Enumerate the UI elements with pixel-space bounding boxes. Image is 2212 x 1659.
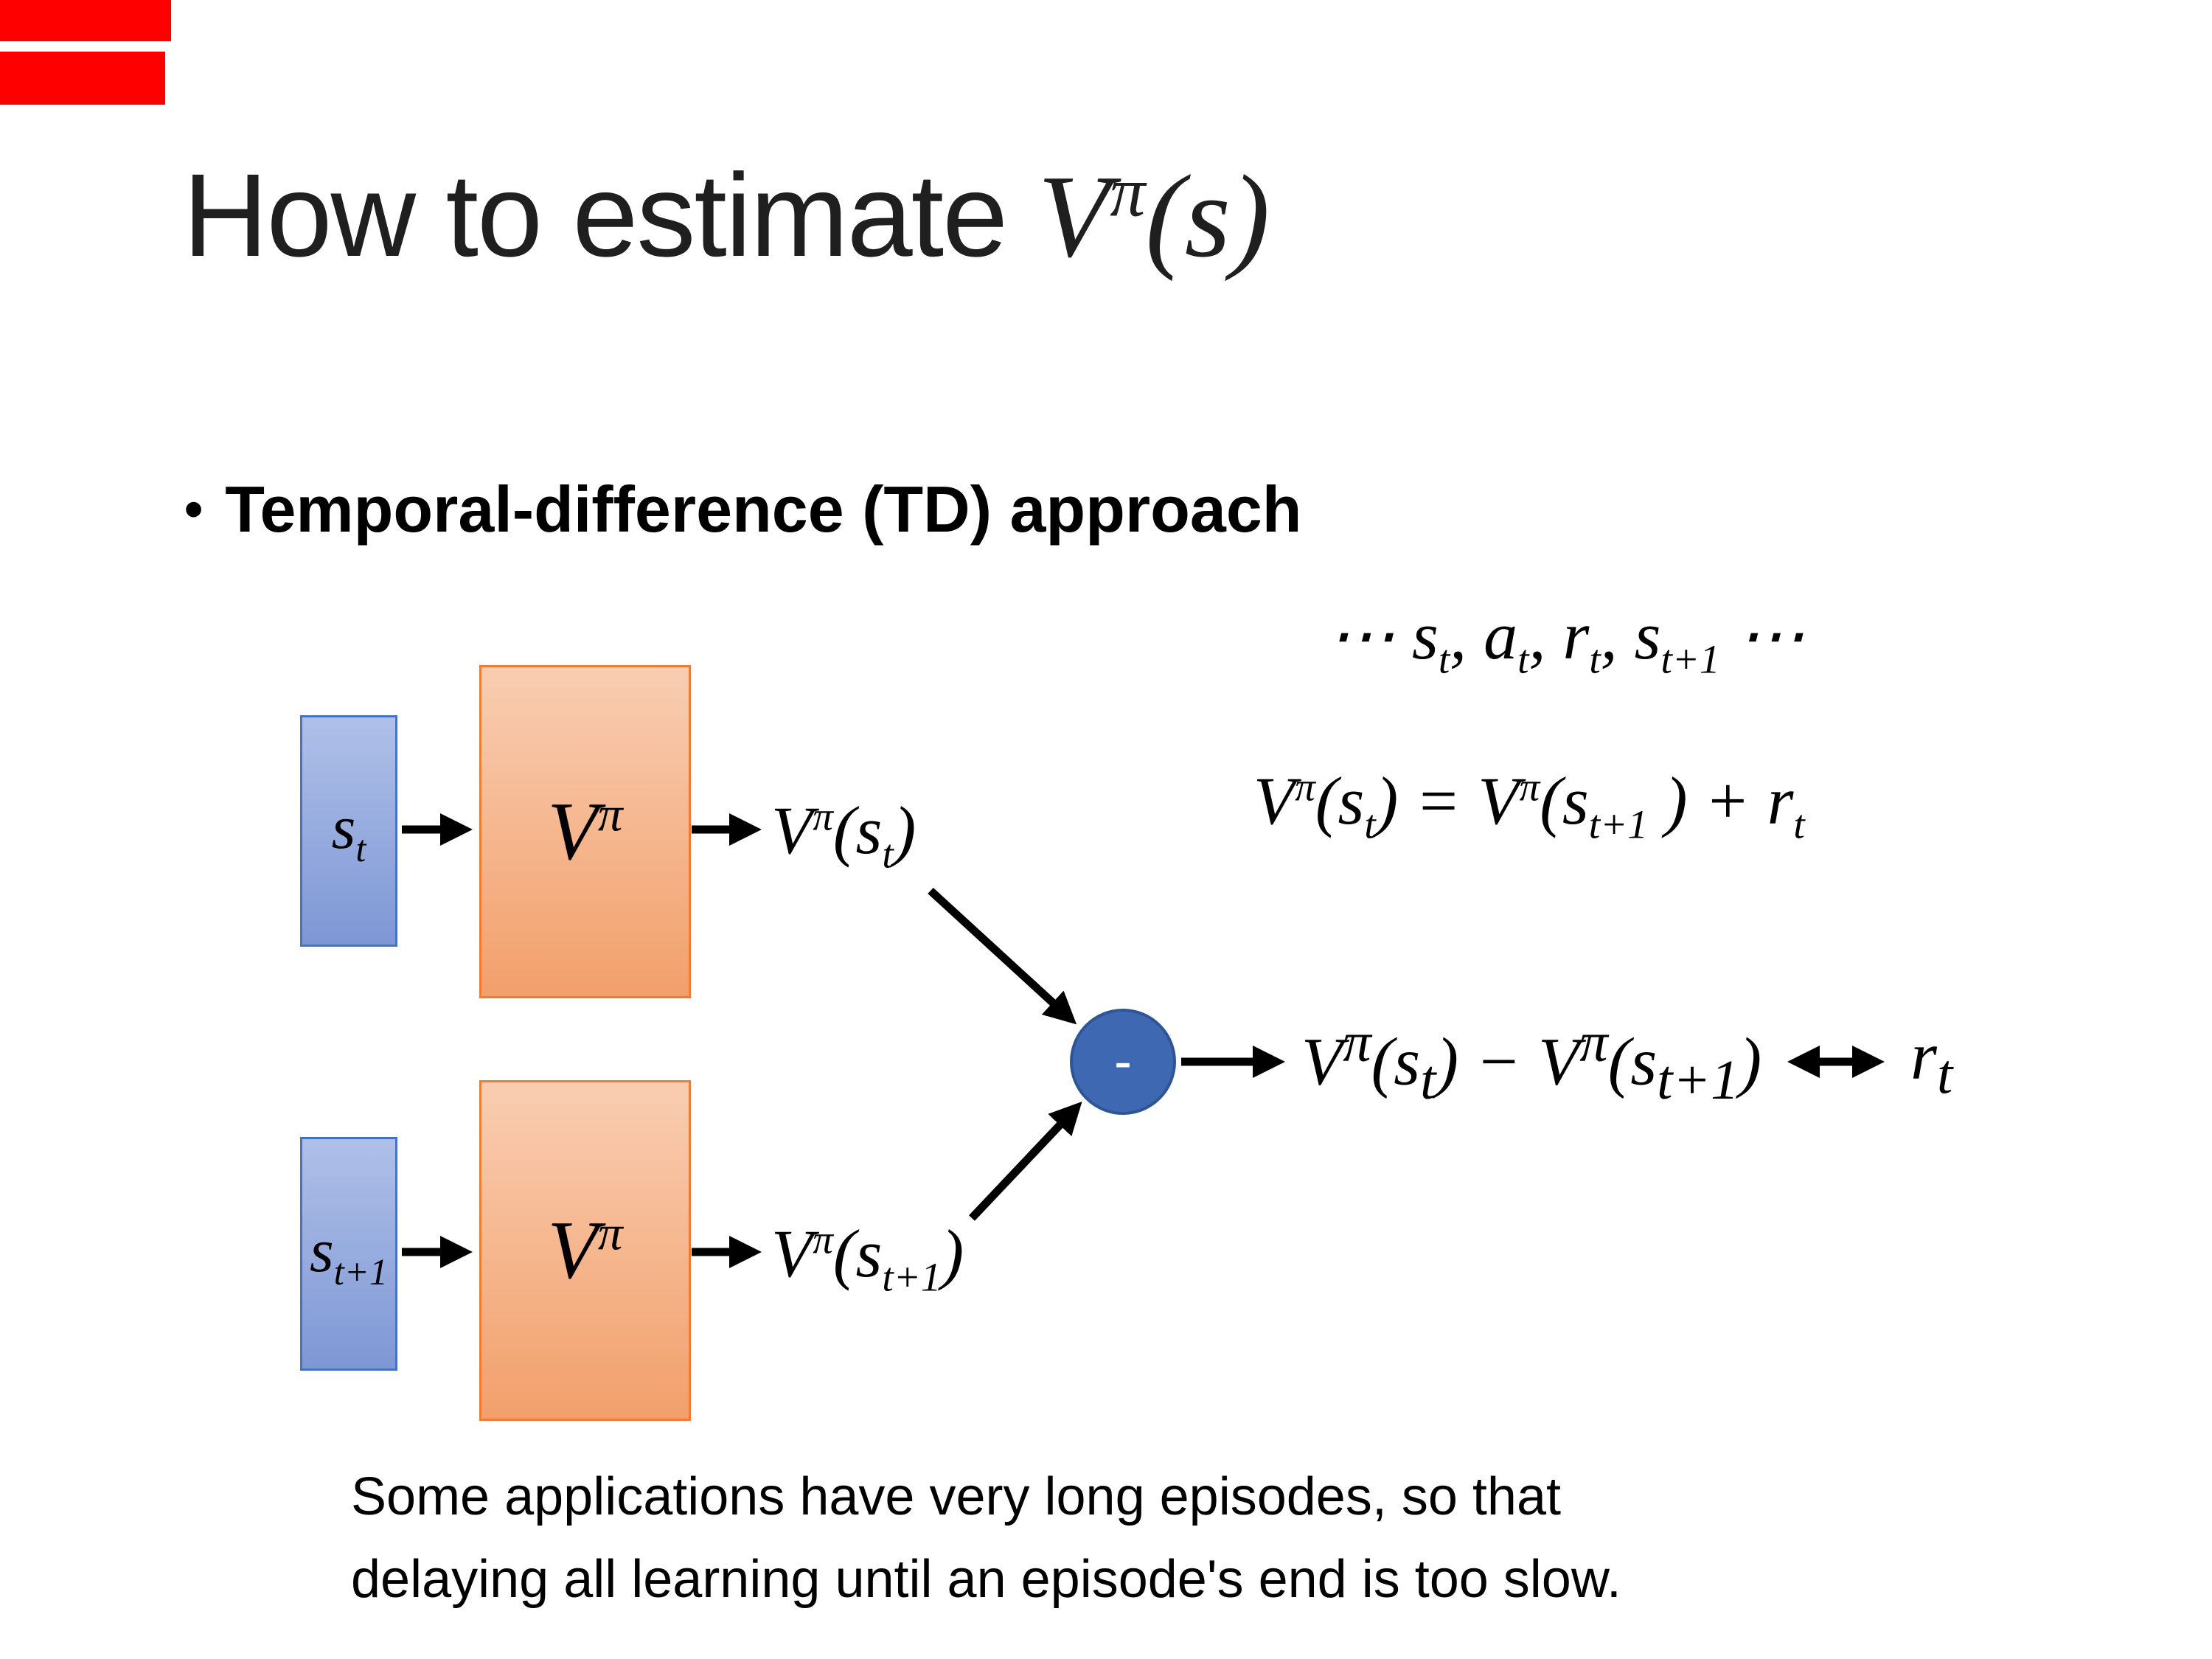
caption: Some applications have very long episode…: [351, 1456, 1621, 1621]
page-title: How to estimate Vπ(s): [183, 147, 1270, 285]
bullet-text: Temporal-difference (TD) approach: [225, 473, 1302, 546]
difference-expression-row: Vπ(st) − Vπ(st+1) rt: [1301, 1011, 1953, 1112]
value-output-t: Vπ(st): [771, 793, 917, 877]
arrow-output-t1-to-difference: [969, 1102, 1082, 1221]
difference-node: -: [1070, 1009, 1176, 1115]
trajectory-formula: ⋯ st, at, rt, st+1 ⋯: [1327, 598, 1805, 682]
difference-formula: Vπ(st) − Vπ(st+1): [1301, 1011, 1762, 1112]
caption-line-2: delaying all learning until an episode's…: [351, 1549, 1621, 1609]
state-t1-label: st+1: [310, 1216, 388, 1293]
caption-line-1: Some applications have very long episode…: [351, 1467, 1561, 1526]
red-accent-bar-bottom: [0, 52, 165, 105]
value-function-label-bottom: Vπ: [547, 1204, 623, 1296]
state-t-box: st: [300, 715, 397, 947]
minus-sign: -: [1114, 1032, 1132, 1091]
state-t-label: st: [331, 793, 366, 869]
td-update-equation: Vπ(st) = Vπ(st+1 ) + rt: [1253, 763, 1805, 847]
double-headed-arrow: [1787, 1046, 1885, 1078]
value-function-box-top: Vπ: [479, 665, 691, 998]
red-accent-bar-top: [0, 0, 171, 41]
title-math: Vπ(s): [1037, 150, 1270, 282]
reward-term: rt: [1910, 1018, 1953, 1106]
state-t1-box: st+1: [300, 1137, 397, 1371]
bullet-marker: •: [184, 480, 204, 539]
arrow-output-t-to-difference: [928, 887, 1077, 1025]
title-text: How to estimate: [183, 149, 1038, 281]
bullet-item: • Temporal-difference (TD) approach: [184, 472, 1302, 547]
value-function-label-top: Vπ: [547, 785, 623, 877]
value-function-box-bottom: Vπ: [479, 1080, 691, 1421]
value-output-t1: Vπ(st+1): [771, 1216, 964, 1300]
